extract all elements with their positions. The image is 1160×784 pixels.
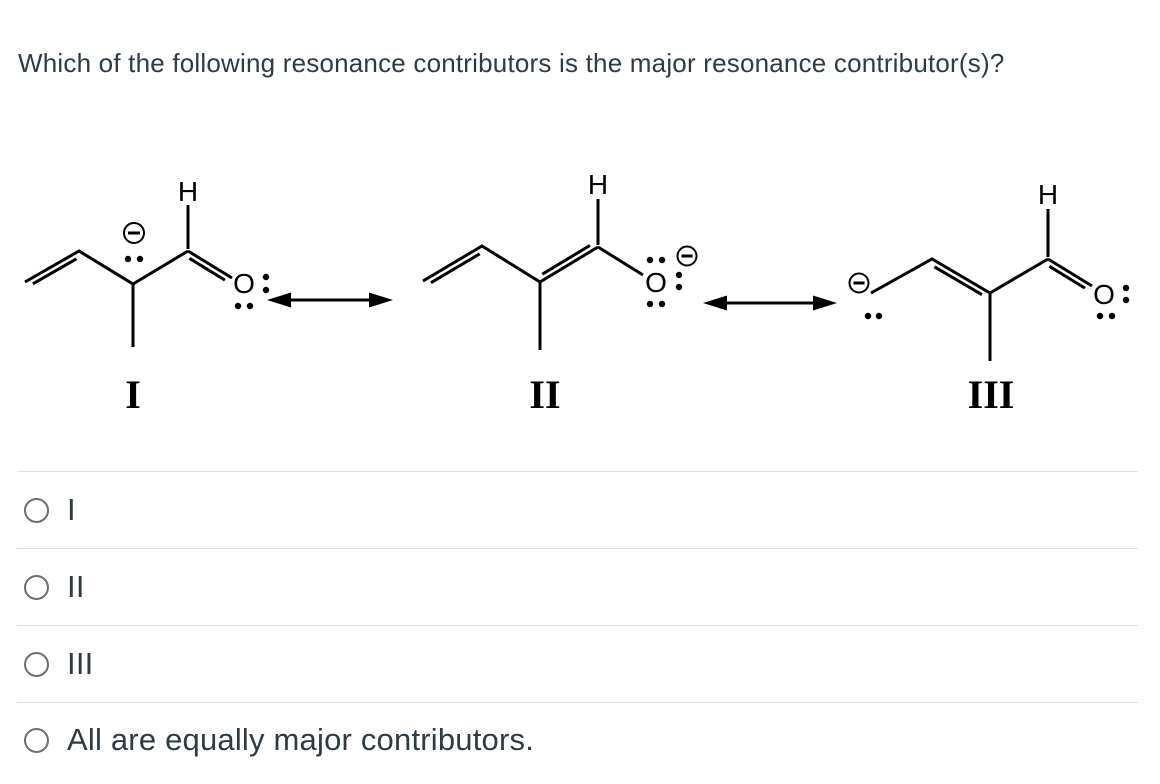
double-bond-inner-line <box>1048 265 1086 290</box>
structure-I: H O I <box>24 176 270 417</box>
structure-label: III <box>968 372 1015 417</box>
option-label: I <box>67 492 76 527</box>
radio-button[interactable] <box>24 651 49 677</box>
minus-charge-icon <box>848 272 870 294</box>
option-label: II <box>67 569 85 604</box>
lone-pair-dots <box>646 256 683 308</box>
double-bond-inner-line <box>430 252 481 284</box>
double-bond-inner-line <box>541 244 591 276</box>
carbon-chain-bond <box>422 244 599 284</box>
atom-label-o: O <box>1093 279 1115 310</box>
c-o-double-bond <box>187 249 233 280</box>
answer-option-row-4[interactable]: All are equally major contributors. <box>17 702 1138 777</box>
carbon-chain-bond <box>870 257 1049 295</box>
answer-option-row-2[interactable]: II <box>17 548 1138 625</box>
atom-label-o: O <box>233 268 255 299</box>
radio-button[interactable] <box>24 574 49 600</box>
resonance-arrow-icon <box>703 295 837 311</box>
radio-button[interactable] <box>24 727 49 753</box>
structure-label: II <box>529 372 560 417</box>
answer-option-row-1[interactable]: I <box>17 471 1138 548</box>
resonance-arrow-icon <box>267 292 393 308</box>
atom-label-o: O <box>645 267 667 298</box>
atom-label-h: H <box>588 169 608 200</box>
double-bond-inner-line <box>933 265 983 296</box>
option-label: All are equally major contributors. <box>67 722 535 757</box>
option-label: III <box>67 646 94 681</box>
minus-charge-icon <box>123 222 145 244</box>
resonance-diagram: H O I H O <box>24 169 1130 417</box>
lone-pair-dots <box>124 255 270 310</box>
atom-label-h: H <box>178 176 198 207</box>
double-bond-inner-line <box>32 257 78 286</box>
structure-label: I <box>125 372 141 417</box>
carbon-chain-bond <box>24 249 189 286</box>
structure-II: H O II <box>422 169 698 417</box>
answer-options: I II III All are equally major contribut… <box>17 471 1138 777</box>
radio-button[interactable] <box>24 497 49 523</box>
minus-charge-icon <box>676 245 698 267</box>
c-o-single-bond <box>597 245 644 277</box>
question-text: Which of the following resonance contrib… <box>18 48 1005 78</box>
c-o-double-bond <box>1047 257 1093 288</box>
answer-option-row-3[interactable]: III <box>17 625 1138 702</box>
atom-label-h: H <box>1038 179 1058 210</box>
lone-pair-dots <box>864 284 1130 320</box>
double-bond-inner-line <box>188 257 226 282</box>
structure-III: H O III <box>848 179 1130 417</box>
